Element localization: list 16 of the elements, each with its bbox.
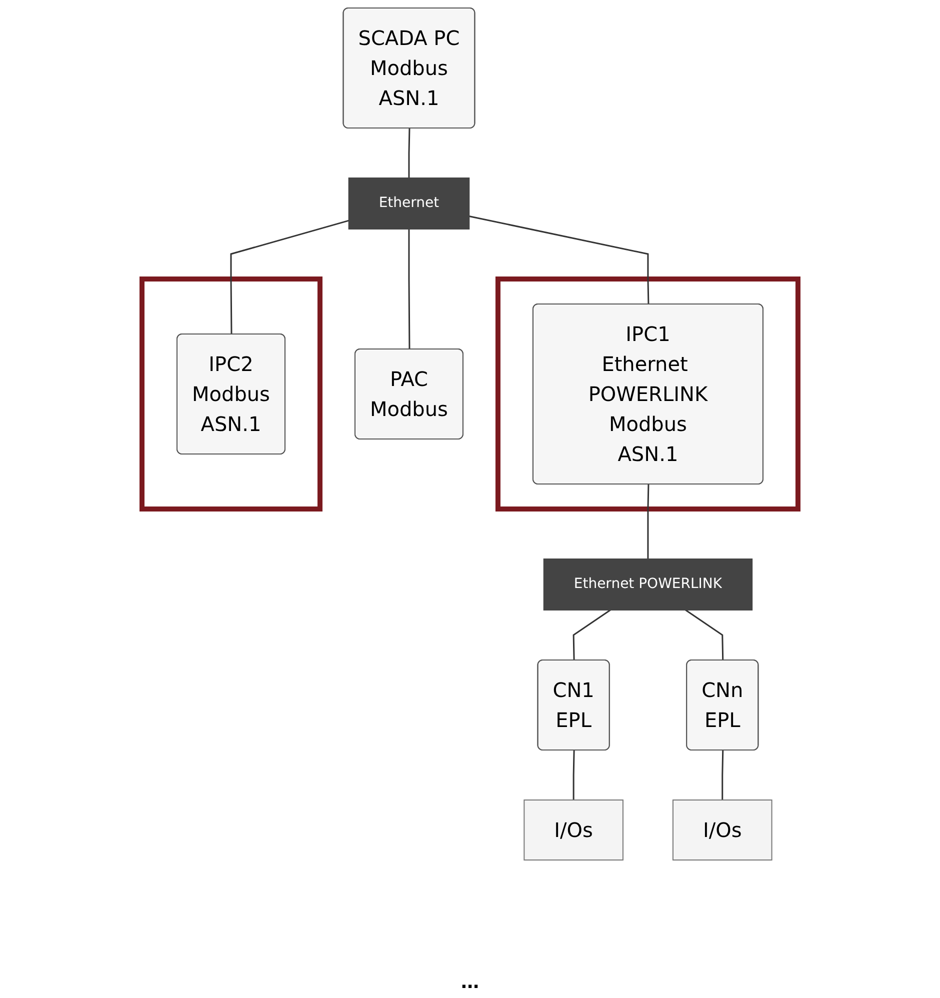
cluster: [140, 276, 322, 512]
connector: [572, 750, 575, 800]
node-box: I/Os: [524, 800, 624, 860]
connector: [469, 215, 650, 305]
connector: [572, 609, 611, 661]
connector: [408, 229, 410, 350]
connector: [408, 128, 410, 178]
connector: [722, 750, 724, 800]
connector: [230, 220, 350, 334]
connector: [647, 484, 650, 559]
node-box: Ethernet: [348, 178, 470, 230]
node-box: Ethernet POWERLINK: [543, 558, 753, 610]
ellipsis-label: ...: [460, 968, 480, 994]
connector: [685, 609, 724, 661]
cluster: [495, 276, 800, 512]
node-box: I/Os: [672, 800, 772, 860]
